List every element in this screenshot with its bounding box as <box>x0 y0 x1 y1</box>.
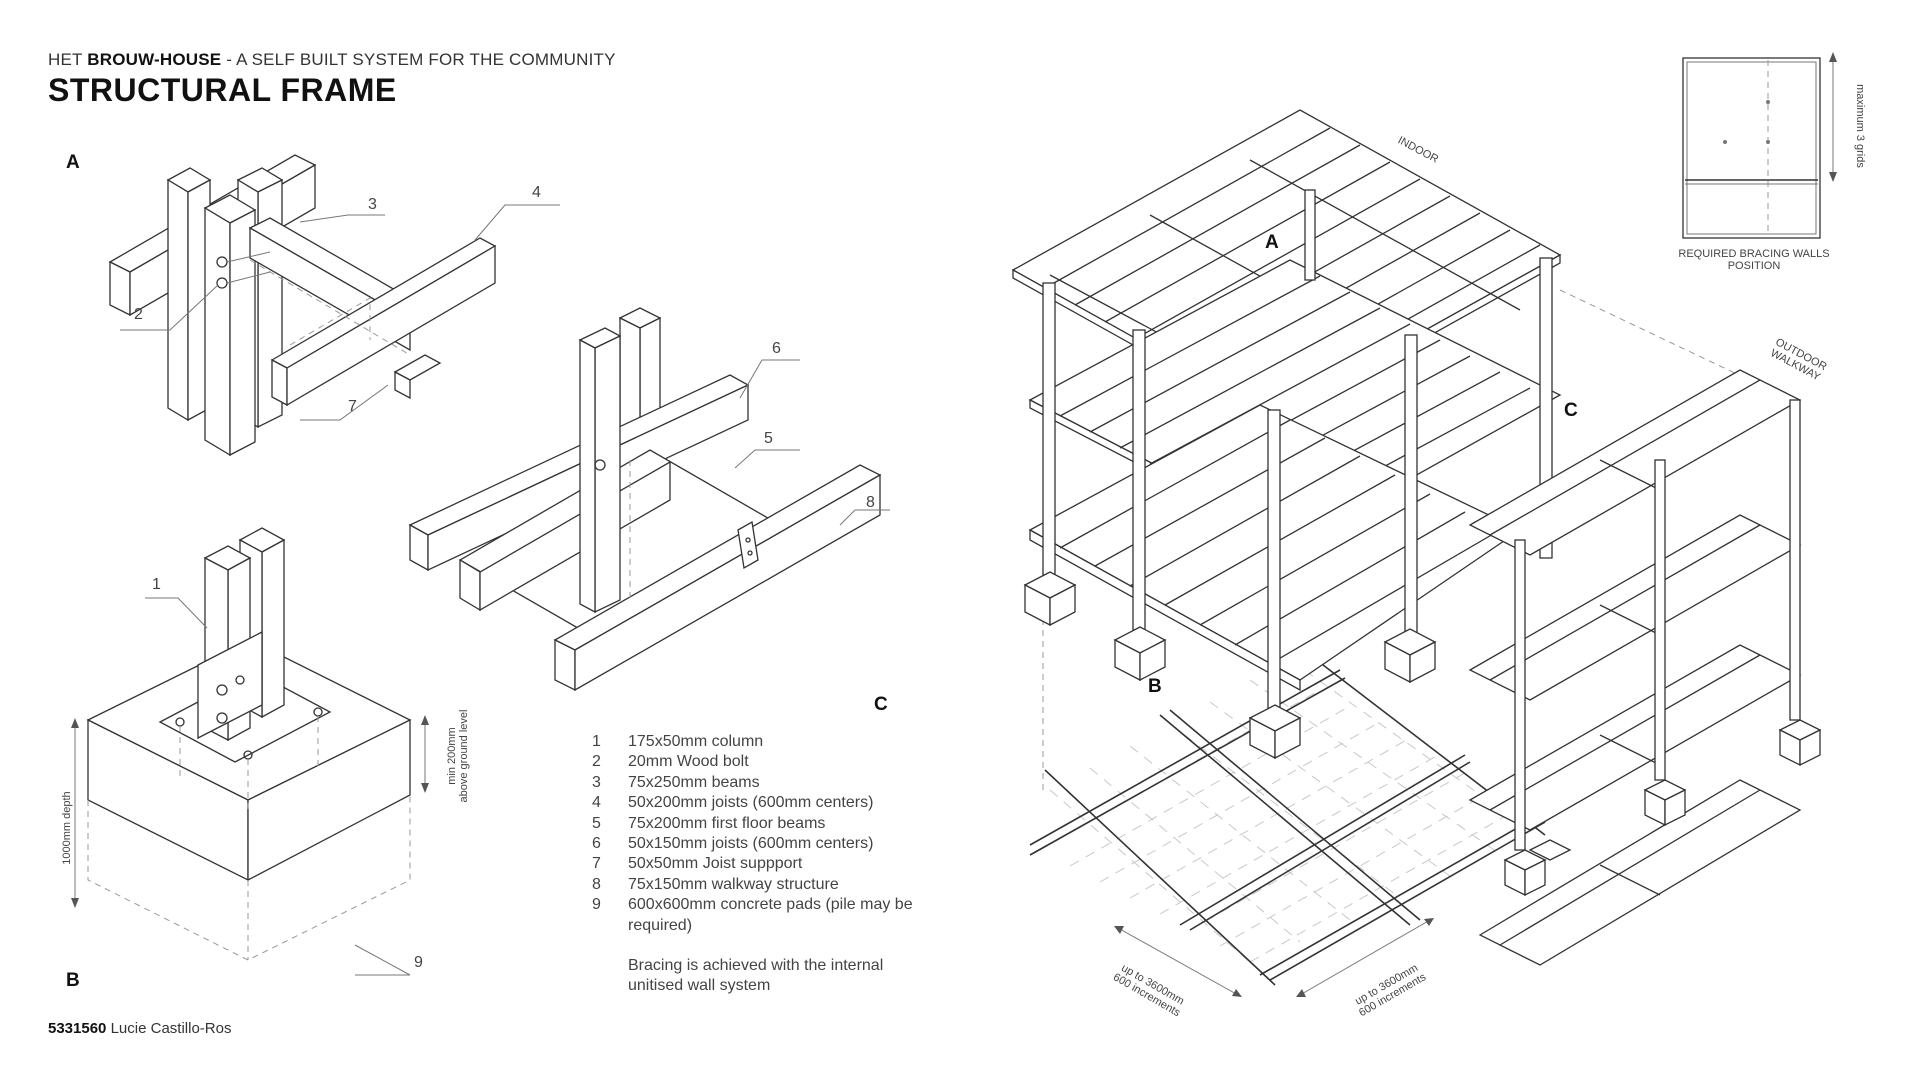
legend-row: 4 50x200mm joists (600mm centers) <box>592 793 948 813</box>
callout-8: 8 <box>866 494 875 511</box>
legend-number: 9 <box>592 896 601 914</box>
bracing-note: Bracing is achieved with the internal un… <box>628 957 884 995</box>
subtitle-prefix: HET <box>48 50 83 69</box>
legend-row: 3 75x250mm beams <box>592 773 948 793</box>
bracing-label: REQUIRED BRACING WALLS POSITION <box>1654 248 1854 272</box>
bracing-label-line-2: POSITION <box>1727 260 1781 272</box>
legend-number: 7 <box>592 855 601 873</box>
student-id: 5331560 <box>48 1020 107 1037</box>
legend-number: 1 <box>592 733 601 750</box>
legend-text: 600x600mm concrete pads (pile may be req… <box>628 896 913 934</box>
detail-c-drawing <box>408 307 882 692</box>
callout-1: 1 <box>152 576 161 593</box>
legend-text: 75x200mm first floor beams <box>628 814 826 832</box>
max-grids-label: maximum 3 grids <box>1854 84 1866 168</box>
callout-5: 5 <box>764 430 773 447</box>
depth-dimension-label: 1000mm depth <box>61 791 73 865</box>
legend-row: 5 75x200mm first floor beams <box>592 814 948 834</box>
component-legend: 1 175x50mm column 2 20mm Wood bolt 3 75x250… <box>592 732 948 997</box>
legend-number: 6 <box>592 835 601 853</box>
detail-b-label: B <box>66 970 80 991</box>
callout-9: 9 <box>414 954 423 971</box>
page-title: STRUCTURAL FRAME <box>48 72 397 108</box>
legend-row: 6 50x150mm joists (600mm centers) <box>592 834 948 854</box>
isometric-frame-drawing <box>1011 109 1822 997</box>
bracing-label-line-1: REQUIRED BRACING WALLS <box>1678 248 1830 260</box>
detail-a-drawing <box>108 154 497 457</box>
callout-3: 3 <box>368 196 377 213</box>
detail-a-label: A <box>66 152 80 173</box>
iso-b-label: B <box>1148 676 1162 697</box>
legend-row: 8 75x150mm walkway structure <box>592 875 948 895</box>
bracing-plan-drawing <box>1682 52 1837 239</box>
legend-text: 75x150mm walkway structure <box>628 875 839 893</box>
legend-text: 50x200mm joists (600mm centers) <box>628 794 874 812</box>
callout-4: 4 <box>532 184 541 201</box>
callout-7: 7 <box>348 398 357 415</box>
legend-text: 75x250mm beams <box>628 773 760 791</box>
iso-a-label: A <box>1265 232 1279 253</box>
iso-c-label: C <box>1564 400 1578 421</box>
legend-text: 20mm Wood bolt <box>628 753 749 771</box>
callout-6: 6 <box>772 340 781 357</box>
legend-number: 8 <box>592 875 601 893</box>
footer-credit: 5331560 Lucie Castillo-Ros <box>48 1020 231 1037</box>
legend-text: 175x50mm column <box>628 733 764 750</box>
page-subtitle: HET BROUW-HOUSE - A SELF BUILT SYSTEM FO… <box>48 50 616 70</box>
legend-number: 3 <box>592 773 601 791</box>
ground-dimension-label-1: min 200mm <box>446 727 458 785</box>
detail-b-drawing <box>71 527 429 961</box>
legend-number: 5 <box>592 814 601 832</box>
legend-row: 1 175x50mm column <box>592 732 948 752</box>
subtitle-tagline: - A SELF BUILT SYSTEM FOR THE COMMUNITY <box>221 50 616 69</box>
legend-row: 2 20mm Wood bolt <box>592 752 948 772</box>
author-name: Lucie Castillo-Ros <box>110 1020 232 1037</box>
legend-row: 7 50x50mm Joist suppport <box>592 854 948 874</box>
detail-c-label: C <box>874 694 888 715</box>
legend-row: 9 600x600mm concrete pads (pile may be re… <box>592 895 948 936</box>
legend-number: 2 <box>592 753 601 771</box>
ground-dimension-label-2: above ground level <box>458 709 470 803</box>
project-name: BROUW-HOUSE <box>87 50 222 69</box>
callout-2: 2 <box>134 306 143 323</box>
legend-number: 4 <box>592 794 601 812</box>
legend-text: 50x50mm Joist suppport <box>628 855 803 873</box>
legend-text: 50x150mm joists (600mm centers) <box>628 835 874 853</box>
